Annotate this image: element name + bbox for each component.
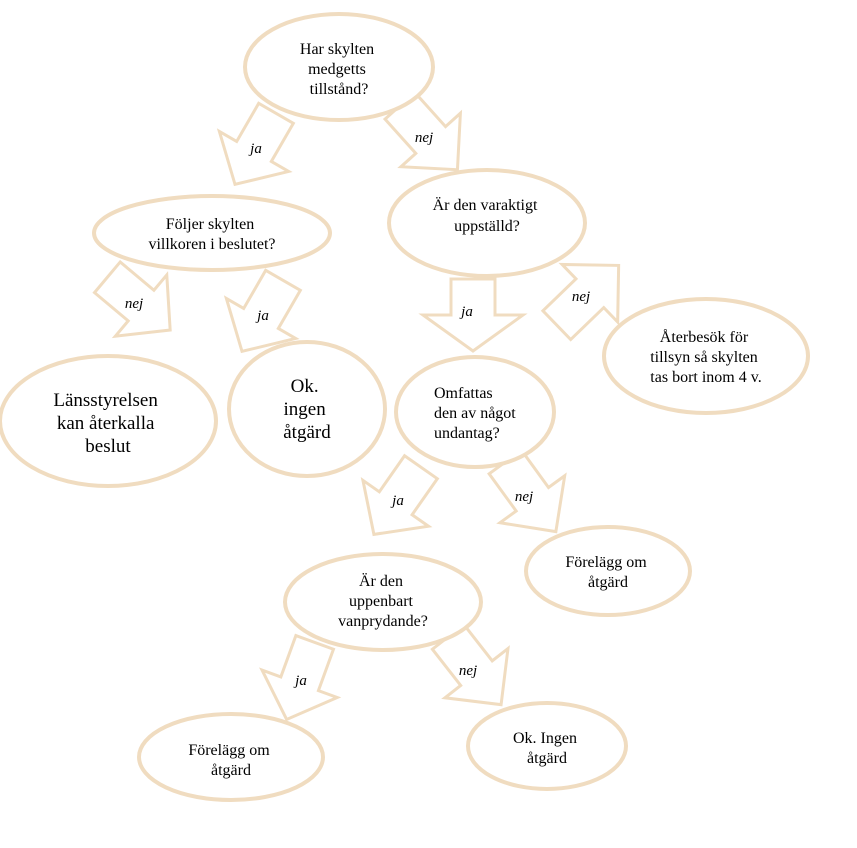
node-n9-line-1: Är den xyxy=(359,572,403,590)
node-n4-line-2: kan återkalla xyxy=(57,413,155,434)
node-n7-ellipse xyxy=(602,297,810,415)
node-n2-text: Följer skylten villkoren i beslutet? xyxy=(148,216,275,253)
node-n6-text: Omfattas den av något undantag? xyxy=(434,385,520,442)
node-n11-text: Ok. Ingen åtgärd xyxy=(513,730,581,767)
node-n9-line-2: uppenbart xyxy=(349,593,414,610)
arrow-e1: ja xyxy=(216,101,296,187)
arrow-e6: nej xyxy=(540,262,621,342)
node-n3-ellipse xyxy=(387,168,587,278)
arrow-e5-shape xyxy=(418,277,528,353)
node-n9: Är den uppenbart vanprydande? xyxy=(283,552,483,652)
node-n7-text: Återbesök för tillsyn så skylten tas bor… xyxy=(650,328,762,386)
node-n3-line-2: uppställd? xyxy=(454,218,520,235)
node-n7: Återbesök för tillsyn så skylten tas bor… xyxy=(602,297,810,415)
node-n5-line-3: åtgärd xyxy=(283,422,331,443)
node-n6: Omfattas den av något undantag? xyxy=(394,355,556,469)
arrow-e3-shape xyxy=(92,259,172,339)
arrow-e6-shape xyxy=(540,262,621,342)
node-n6-line-2: den av något xyxy=(434,405,516,422)
node-n4-line-3: beslut xyxy=(85,436,131,457)
arrow-e4-shape xyxy=(223,268,303,354)
node-n1-line-2: medgetts xyxy=(308,61,366,78)
edge-label-e6: nej xyxy=(572,289,590,305)
node-n5-line-1: Ok. xyxy=(291,376,319,397)
node-n5: Ok. ingen åtgärd xyxy=(227,340,387,478)
arrow-e10-shape xyxy=(430,622,510,707)
arrow-e2: nej xyxy=(382,90,463,172)
edge-label-e9: ja xyxy=(293,673,307,689)
edge-label-e1: ja xyxy=(248,141,262,157)
edge-label-e3: nej xyxy=(125,296,143,312)
node-n6-line-1: Omfattas xyxy=(434,385,493,402)
arrow-e9-shape xyxy=(259,633,342,722)
node-n8: Förelägg om åtgärd xyxy=(524,525,692,617)
node-n1-ellipse xyxy=(243,12,435,122)
arrow-e3: nej xyxy=(92,259,172,339)
node-n3-text: Är den varaktigt uppställd? xyxy=(433,196,542,235)
arrow-e8-shape xyxy=(487,448,567,534)
node-n4-ellipse xyxy=(0,354,218,488)
arrow-e5: ja xyxy=(418,277,528,353)
arrow-e7: ja xyxy=(360,453,440,537)
node-n3: Är den varaktigt uppställd? xyxy=(387,168,587,278)
node-n1-line-3: tillstånd? xyxy=(310,81,369,98)
arrow-e8: nej xyxy=(487,448,567,534)
node-n5-text: Ok. ingen åtgärd xyxy=(283,376,331,443)
node-n7-line-1: Återbesök för xyxy=(660,328,749,346)
node-n9-line-3: vanprydande? xyxy=(338,613,428,630)
arrow-e2-shape xyxy=(382,90,463,172)
edge-label-e8: nej xyxy=(515,489,533,505)
node-n2-line-2: villkoren i beslutet? xyxy=(148,236,275,253)
node-n6-line-3: undantag? xyxy=(434,425,500,442)
edge-label-e5: ja xyxy=(459,304,473,320)
arrow-e10: nej xyxy=(430,622,510,707)
node-n10-ellipse xyxy=(137,712,325,802)
node-n8-ellipse xyxy=(524,525,692,617)
arrow-e4: ja xyxy=(223,268,303,354)
node-n9-ellipse xyxy=(283,552,483,652)
node-n8-line-2: åtgärd xyxy=(588,574,628,591)
node-n9-text: Är den uppenbart vanprydande? xyxy=(338,572,428,630)
edge-label-e2: nej xyxy=(415,130,433,146)
node-n8-line-1: Förelägg om xyxy=(565,554,647,571)
node-n11-line-2: åtgärd xyxy=(527,750,567,767)
node-n5-line-2: ingen xyxy=(284,399,327,420)
edge-label-e4: ja xyxy=(255,308,269,324)
node-n1-text: Har skylten medgetts tillstånd? xyxy=(300,41,378,98)
node-n4-text: Länsstyrelsen kan återkalla beslut xyxy=(53,390,162,457)
node-n2-line-1: Följer skylten xyxy=(166,216,254,233)
node-n1: Har skylten medgetts tillstånd? xyxy=(243,12,435,122)
node-n7-line-3: tas bort inom 4 v. xyxy=(650,369,761,386)
node-n8-text: Förelägg om åtgärd xyxy=(565,554,650,591)
arrow-e9: ja xyxy=(259,633,342,722)
node-n11: Ok. Ingen åtgärd xyxy=(466,701,628,791)
edge-label-e7: ja xyxy=(390,493,404,509)
node-n4-line-1: Länsstyrelsen xyxy=(53,390,158,411)
edge-label-e10: nej xyxy=(459,663,477,679)
node-n2: Följer skylten villkoren i beslutet? xyxy=(92,194,332,272)
node-n7-line-2: tillsyn så skylten xyxy=(650,349,758,366)
node-n6-ellipse xyxy=(394,355,556,469)
node-n2-ellipse xyxy=(92,194,332,272)
node-n10: Förelägg om åtgärd xyxy=(137,712,325,802)
arrow-e1-shape xyxy=(216,101,296,187)
node-n4: Länsstyrelsen kan återkalla beslut xyxy=(0,354,218,488)
node-n10-text: Förelägg om åtgärd xyxy=(188,742,273,779)
node-n1-line-1: Har skylten xyxy=(300,41,374,58)
node-n3-line-1: Är den varaktigt xyxy=(433,196,538,214)
node-n10-line-2: åtgärd xyxy=(211,762,251,779)
node-n11-line-1: Ok. Ingen xyxy=(513,730,577,747)
node-n11-ellipse xyxy=(466,701,628,791)
node-n10-line-1: Förelägg om xyxy=(188,742,270,759)
node-n5-ellipse xyxy=(227,340,387,478)
arrow-e7-shape xyxy=(360,453,440,537)
